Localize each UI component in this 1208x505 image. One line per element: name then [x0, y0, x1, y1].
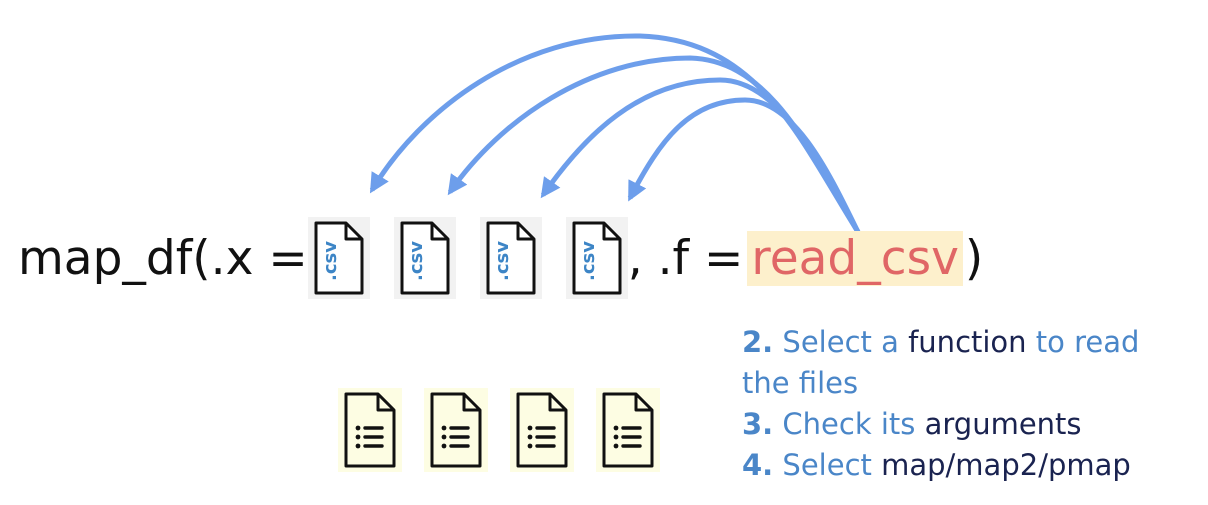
table-document-icon: [338, 388, 402, 472]
csv-file-icon: .csv: [479, 217, 542, 299]
step-number: 3.: [742, 407, 774, 441]
function-name-highlight: read_csv: [747, 230, 963, 286]
csv-label: .csv: [492, 241, 513, 281]
map-df-code-line: map_df(.x = .csv .csv .csv .csv , .f = r…: [18, 217, 984, 299]
csv-file-icon: .csv: [393, 217, 456, 299]
step-text: to read the files: [742, 325, 1140, 400]
code-separator: , .f =: [627, 230, 744, 286]
arrow-to-csv-4: [627, 97, 861, 234]
step-check-arguments: 3. Check its arguments: [742, 404, 1182, 445]
csv-file-icon: .csv: [307, 217, 370, 299]
arrow-to-csv-2: [447, 55, 861, 234]
code-prefix: map_df(.x =: [18, 230, 308, 286]
table-document-icon: [596, 388, 660, 472]
table-document-icon: [510, 388, 574, 472]
instruction-steps: 2. Select a function to read the files 3…: [742, 322, 1182, 486]
arrow-to-csv-1: [369, 33, 861, 234]
csv-label: .csv: [406, 241, 427, 281]
dataframe-results-row: [338, 388, 682, 472]
step-keyword: function: [908, 325, 1027, 359]
step-text: Check its: [782, 407, 916, 441]
code-suffix: ): [964, 230, 984, 286]
step-text: Select a: [782, 325, 899, 359]
step-select-map: 4. Select map/map2/pmap: [742, 445, 1182, 486]
step-number: 4.: [742, 448, 774, 482]
step-number: 2.: [742, 325, 774, 359]
csv-label: .csv: [320, 241, 341, 281]
csv-label: .csv: [578, 241, 599, 281]
arrow-to-csv-3: [540, 77, 861, 234]
step-keyword: arguments: [924, 407, 1082, 441]
step-keyword: map/map2/pmap: [881, 448, 1131, 482]
csv-file-icon: .csv: [565, 217, 628, 299]
step-select-function: 2. Select a function to read the files: [742, 322, 1182, 404]
table-document-icon: [424, 388, 488, 472]
step-text: Select: [782, 448, 872, 482]
